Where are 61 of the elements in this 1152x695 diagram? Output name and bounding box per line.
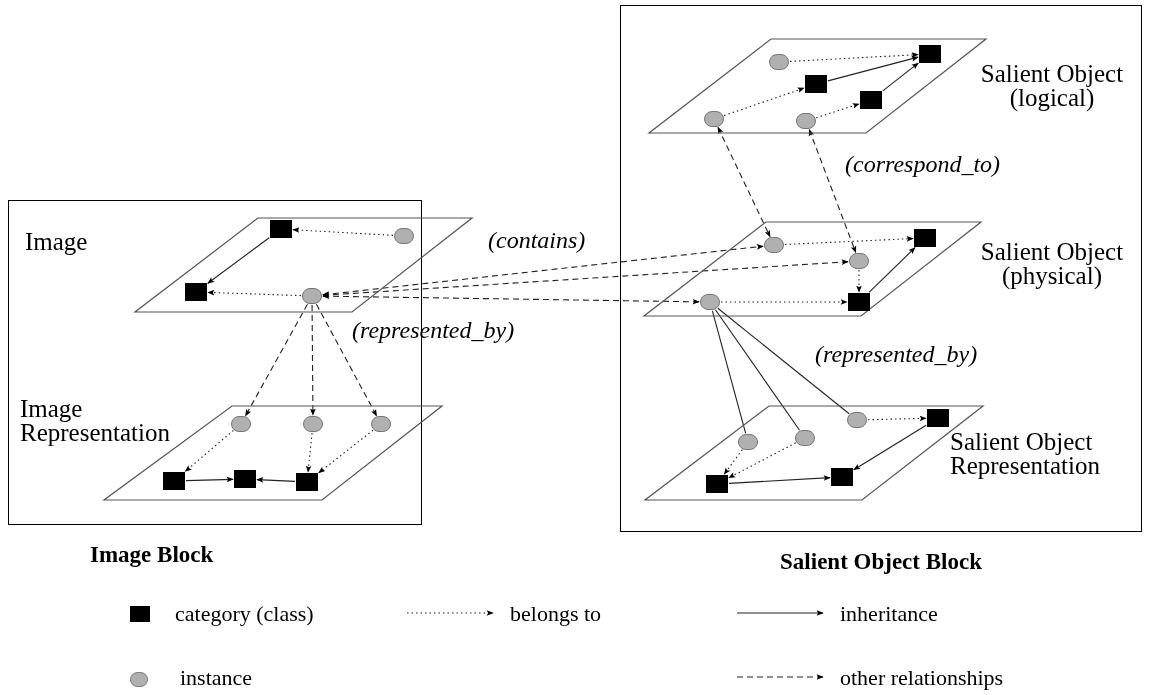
arrow: [245, 303, 308, 417]
arrow: [720, 299, 848, 305]
connector-line: [717, 307, 850, 415]
category-square: [805, 75, 827, 93]
category-square: [860, 91, 882, 109]
legend-text: belongs to: [510, 603, 602, 625]
arrow: [310, 304, 316, 416]
relationship-label: (correspond_to): [845, 152, 1001, 176]
category-square: [296, 473, 318, 491]
plane-label: Image: [25, 230, 89, 254]
block-title: Image Block: [90, 543, 214, 566]
category-square: [919, 45, 941, 63]
arrow: [815, 103, 860, 119]
arrow: [827, 56, 919, 82]
connector-line: [714, 309, 801, 431]
category-square: [848, 293, 870, 311]
arrow: [717, 126, 771, 238]
category-square: [706, 475, 728, 493]
category-square: [831, 468, 853, 486]
arrow: [315, 303, 378, 417]
arrow: [784, 236, 914, 246]
plane-label: Image Representation: [20, 397, 171, 445]
arrow: [728, 442, 797, 479]
arrow: [789, 52, 919, 62]
plane-label: Salient Object (physical): [979, 240, 1125, 288]
legend-text: instance: [180, 667, 253, 689]
arrow: [728, 475, 831, 484]
plane-label: Salient Object Representation: [950, 430, 1101, 478]
arrow: [318, 429, 374, 474]
arrow: [808, 128, 857, 254]
legend-text: other relationships: [840, 667, 1004, 689]
category-square: [163, 472, 185, 490]
arrow: [305, 432, 313, 473]
arrow: [868, 247, 916, 293]
plane-label: Salient Object (logical): [979, 62, 1125, 110]
arrow: [723, 87, 805, 117]
arrow: [856, 269, 862, 293]
arrow: [185, 476, 234, 483]
category-square: [234, 470, 256, 488]
arrow: [322, 293, 700, 305]
category-square: [270, 220, 292, 238]
block-title: Salient Object Block: [780, 550, 982, 573]
category-square: [927, 409, 949, 427]
arrow: [207, 237, 270, 284]
arrow: [853, 424, 927, 471]
category-square: [185, 283, 207, 301]
arrow: [867, 415, 927, 422]
arrow: [256, 477, 296, 483]
legend-text: category (class): [175, 603, 314, 625]
arrow: [882, 62, 919, 92]
connector-line: [711, 310, 747, 434]
arrow: [723, 449, 743, 475]
relationship-label: (represented_by): [815, 342, 978, 366]
relationship-label: (contains): [488, 228, 586, 252]
legend-text: inheritance: [840, 603, 938, 625]
arrow: [322, 244, 764, 297]
arrow: [322, 259, 849, 298]
category-square: [914, 229, 936, 247]
arrow: [207, 289, 302, 297]
arrow: [184, 429, 234, 472]
arrow: [292, 227, 394, 236]
